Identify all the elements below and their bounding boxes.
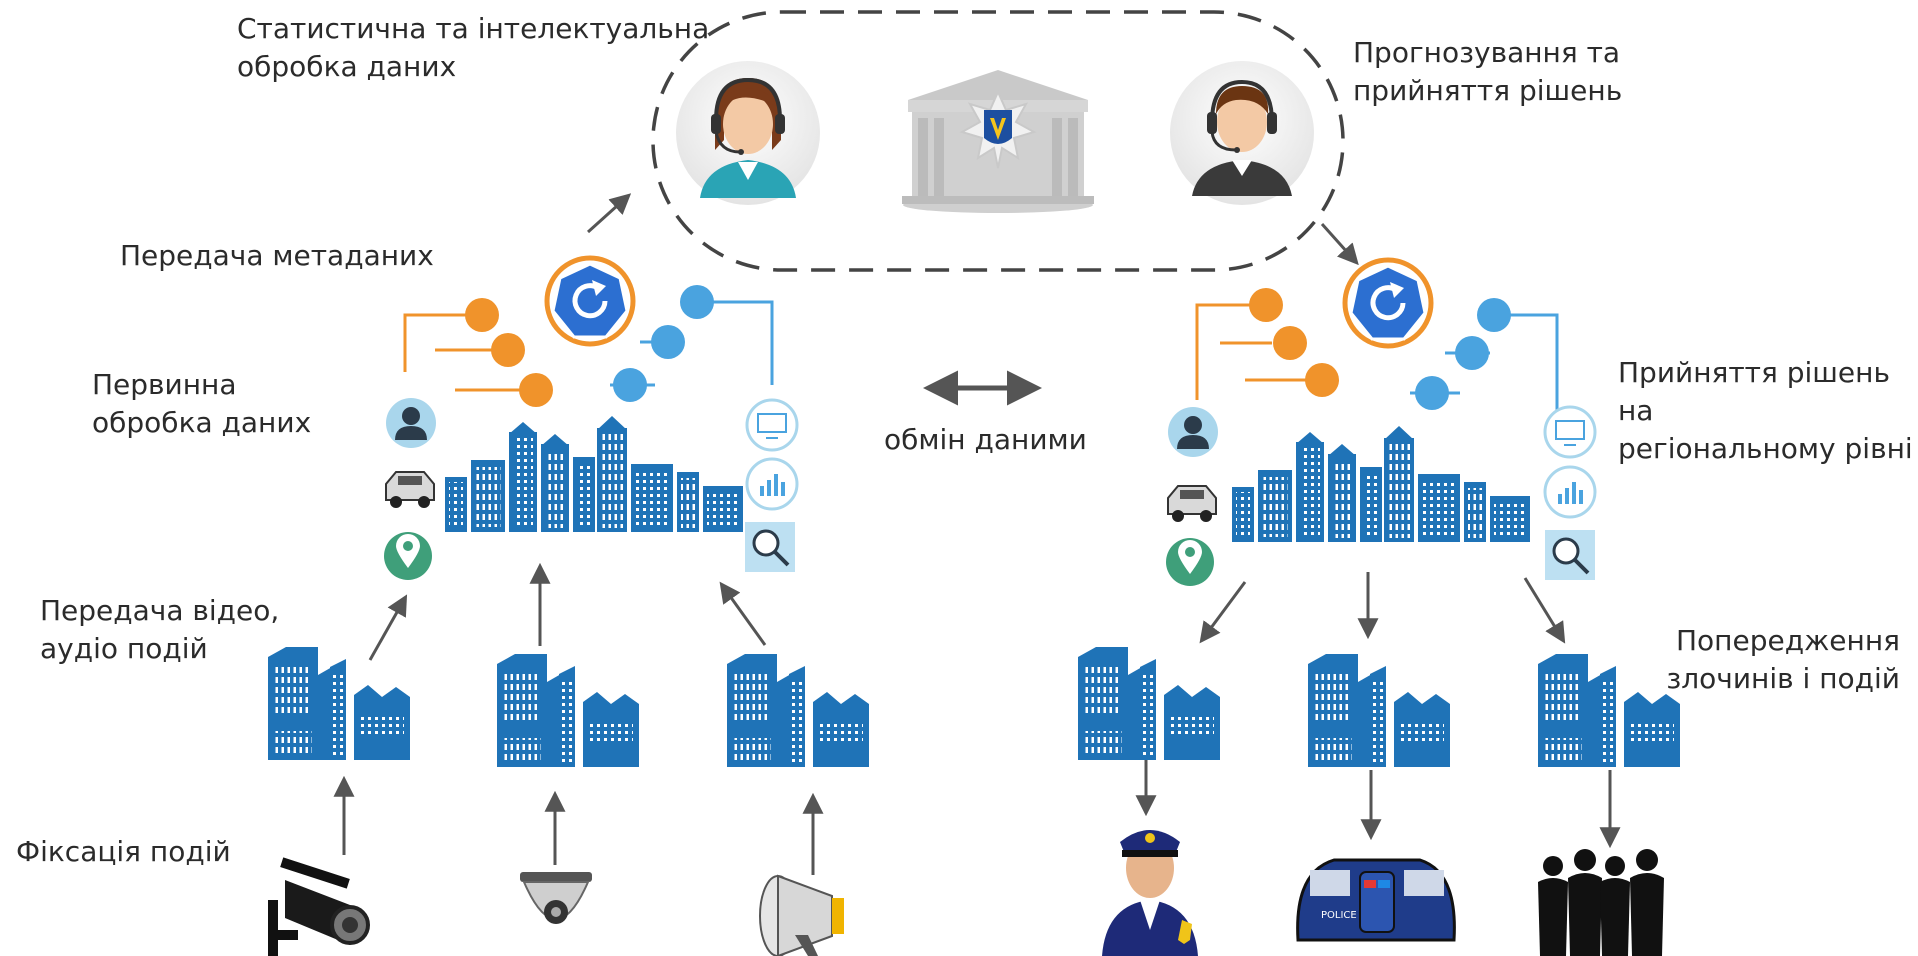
building-left-1 [268,647,410,760]
chart-icon [745,457,799,511]
arrow-from-center [1320,222,1359,266]
person-icon [386,398,436,448]
building-left-2 [497,654,639,767]
crowd-icon [1538,849,1664,956]
metadata-nodes-right [1249,288,1511,410]
label-video-audio-transfer: Передача відео, аудіо подій [40,594,280,665]
cctv-camera-icon [268,857,370,956]
megaphone-icon [759,874,844,956]
label-primary-processing: Первинна обробка даних [92,368,312,439]
metadata-connectors-left [403,300,774,392]
label-forecasting: Прогнозування та прийняття рішень [1353,36,1623,107]
building-left-3 [727,654,869,767]
operator-male-icon [1170,61,1314,205]
chart-icon [1543,465,1597,519]
upload-arrows-left [333,562,824,875]
search-icon [745,522,795,572]
search-icon [1545,530,1595,580]
building-right-2 [1308,654,1450,767]
police-car-icon: POLICE [1296,858,1456,942]
monitor-icon [1543,405,1597,459]
location-pin-icon [384,532,432,580]
dispatch-arrows-right [1135,572,1621,849]
arrow-to-center [586,193,632,234]
car-icon [1167,485,1217,522]
monitor-icon [745,398,799,452]
location-pin-icon [1166,538,1214,586]
building-right-1 [1078,647,1220,760]
city-skyline-left [445,416,743,532]
metadata-nodes-left [465,285,714,407]
person-icon [1168,407,1218,457]
label-statistical-processing: Статистична та інтелектуальна обробка да… [237,12,710,83]
label-data-exchange: обмін даними [884,423,1087,456]
refresh-icon [1342,257,1434,349]
operator-female-icon [676,61,820,205]
policeman-icon [1102,830,1198,956]
label-prevention: Попередження злочинів і подій [1666,624,1900,695]
police-car-text: POLICE [1321,910,1357,921]
city-skyline-right [1232,426,1530,542]
label-metadata-transfer: Передача метаданих [120,239,434,272]
label-regional-decisions: Прийняття рішень на регіональному рівні [1618,356,1913,465]
car-icon [385,471,435,508]
dome-camera-icon [520,872,592,924]
label-event-fixation: Фіксація подій [16,835,231,868]
ministry-building-icon [902,70,1094,213]
refresh-icon [544,255,636,347]
